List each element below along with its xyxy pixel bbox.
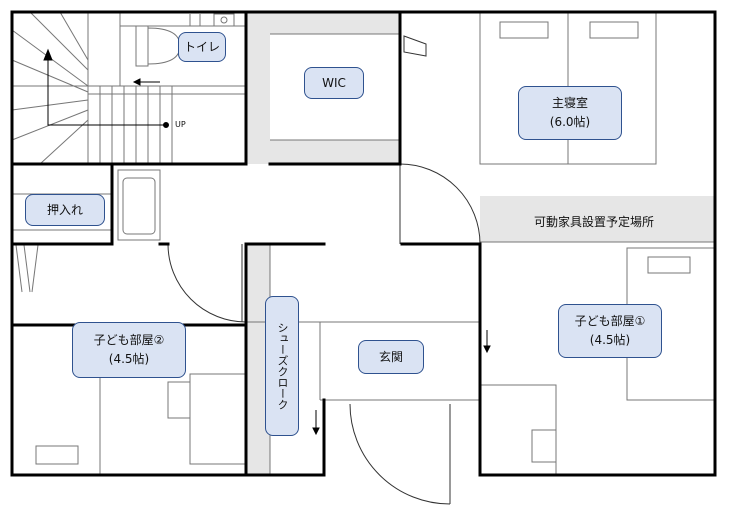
child-room-1-size: (4.5帖)	[589, 333, 631, 347]
child-room-2-size: (4.5帖)	[108, 352, 150, 366]
child-room-1-label: 子ども部屋① (4.5帖)	[558, 304, 662, 358]
closet-label: 押入れ	[25, 194, 105, 226]
toilet-label-text: トイレ	[183, 39, 220, 54]
master-bedroom-size: (6.0帖)	[549, 115, 591, 129]
door-swings	[167, 35, 481, 505]
toilet-fixture	[135, 13, 235, 67]
child-room-1-name: 子ども部屋①	[574, 314, 646, 328]
entrance-label-text: 玄関	[378, 349, 403, 364]
master-bedroom-label: 主寝室 (6.0帖)	[518, 86, 622, 140]
master-bedroom-name: 主寝室	[551, 96, 588, 110]
movable-furniture-area-label: 可動家具設置予定場所	[534, 215, 655, 229]
closet-label-text: 押入れ	[46, 202, 83, 217]
stair-up-label: UP	[175, 120, 186, 129]
shoe-cloak-label: シューズクローク	[265, 296, 299, 436]
wic-label: WIC	[304, 67, 364, 99]
wic-label-text: WIC	[322, 75, 346, 90]
shoe-cloak-label-text: シューズクローク	[276, 322, 289, 410]
child-room-2-name: 子ども部屋②	[93, 333, 165, 347]
toilet-label: トイレ	[178, 32, 226, 62]
walls	[10, 10, 717, 477]
stair-up-arrow-icon	[43, 48, 169, 128]
entrance-label: 玄関	[358, 340, 424, 374]
child-room-2-label: 子ども部屋② (4.5帖)	[72, 322, 186, 378]
small-arrows	[312, 330, 491, 436]
